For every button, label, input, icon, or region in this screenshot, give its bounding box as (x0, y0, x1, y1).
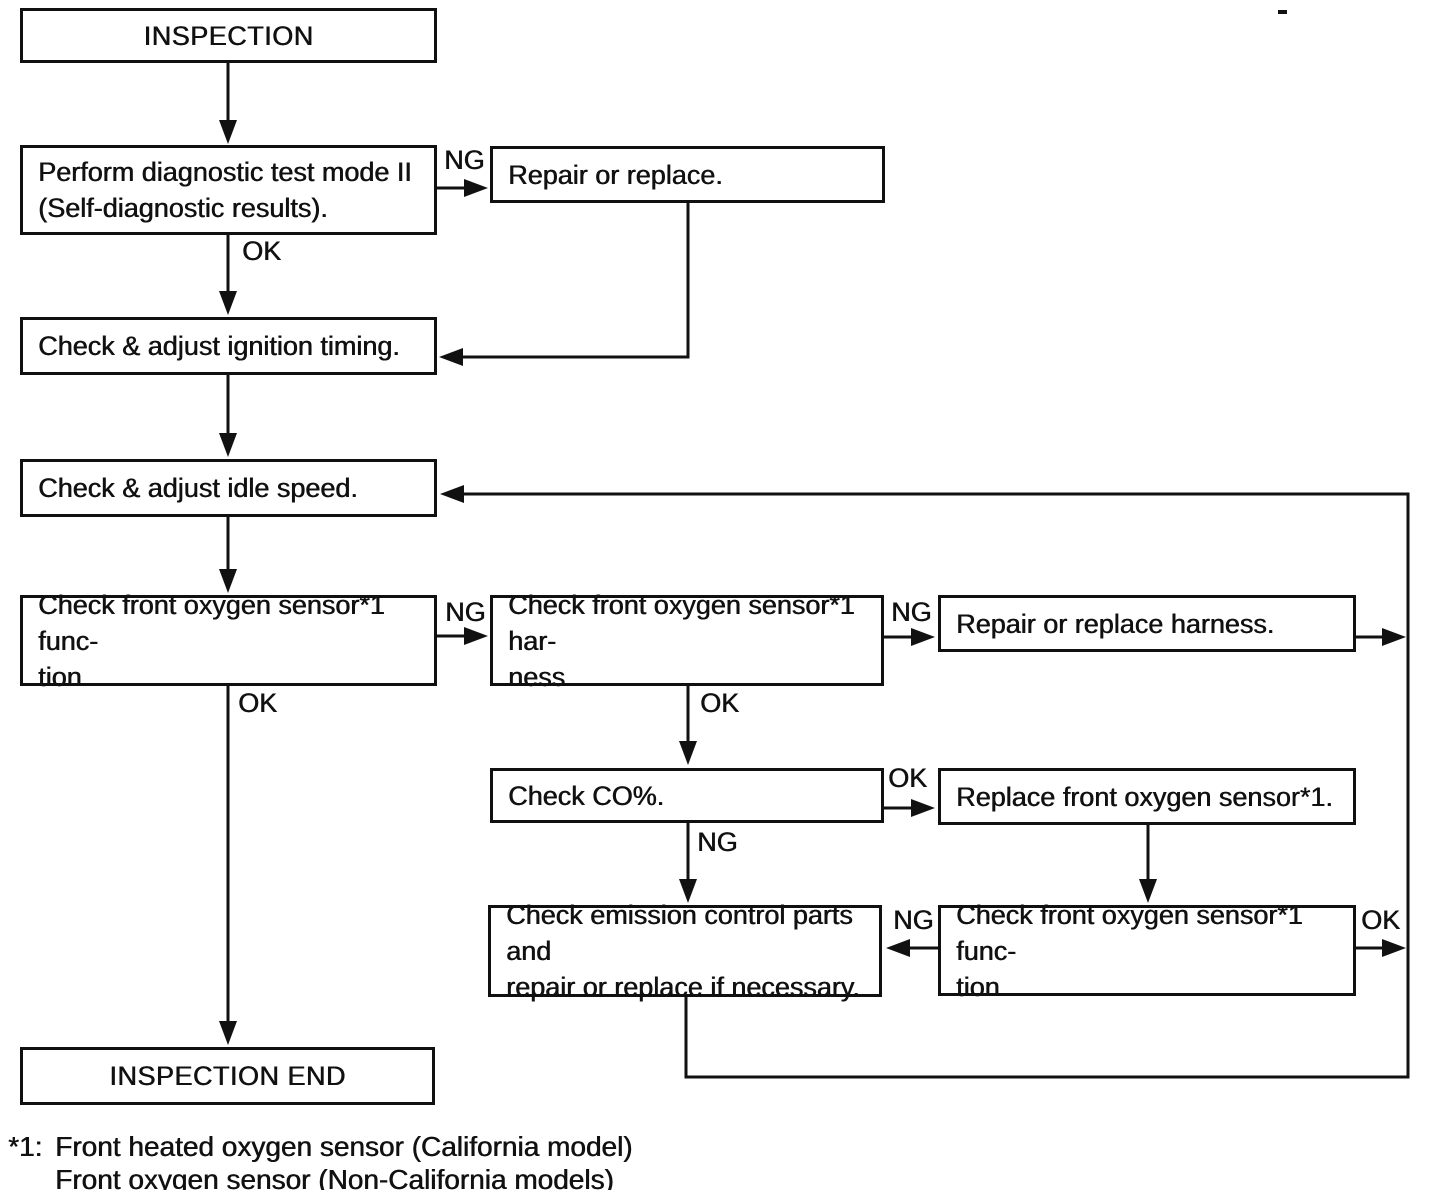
connector-perform-ng-to-repair (437, 179, 488, 197)
flow-box-ignition-timing: Check & adjust ignition timing. (20, 317, 437, 375)
flow-box-repair-harness: Repair or replace harness. (938, 595, 1356, 652)
edge-label-ng-harness: NG (891, 597, 932, 627)
flow-box-repair-or-replace-text: Repair or replace. (508, 159, 723, 190)
connector-harness-ok-to-co (679, 686, 697, 765)
flow-box-replace-front-o2: Replace front oxygen sensor*1. (938, 768, 1356, 825)
flow-box-repair-or-replace: Repair or replace. (490, 146, 885, 203)
flow-box-inspection: INSPECTION (20, 8, 437, 63)
edge-label-ng-function1: NG (445, 597, 486, 627)
connector-function2-ng-to-emission (886, 939, 938, 957)
connector-function1-ng-to-harness (437, 627, 488, 645)
flow-box-check-co: Check CO%. (490, 768, 884, 823)
edge-label-ok-harness: OK (700, 688, 740, 718)
connector-feedback-loop-to-idle (440, 485, 1410, 1079)
footnote-line-2: Front oxygen sensor (Non-California mode… (55, 1164, 614, 1190)
flow-box-emission-control-text: Check emission control parts and repair … (506, 900, 860, 1002)
edge-label-ok-function2: OK (1361, 905, 1401, 935)
flow-box-ignition-timing-text: Check & adjust ignition timing. (38, 331, 400, 361)
flow-box-front-o2-function-2: Check front oxygen sensor*1 func- tion. (938, 900, 1356, 1002)
footnote-lines: Front heated oxygen sensor (California m… (55, 1130, 632, 1190)
connector-repair-harness-to-rail (1356, 628, 1406, 646)
connector-inspection-to-perform (219, 62, 237, 144)
connector-harness-ng-to-repair-harness (884, 628, 935, 646)
connector-perform-ok-to-ignition (219, 235, 237, 315)
connector-ignition-to-idle (219, 375, 237, 457)
footnote-marker: *1: (8, 1131, 43, 1162)
connector-co-ng-to-emission (679, 823, 697, 903)
flow-box-inspection-text: INSPECTION (143, 20, 314, 51)
flow-box-inspection-end: INSPECTION END (20, 1047, 435, 1105)
flow-box-inspection-end-text: INSPECTION END (109, 1061, 346, 1091)
edge-label-ng-perform: NG (444, 145, 485, 175)
edge-label-ng-check-co: NG (697, 827, 738, 857)
connector-idle-to-function1 (219, 517, 237, 593)
flow-box-check-co-text: Check CO%. (508, 780, 665, 811)
edge-label-ok-perform: OK (242, 236, 282, 266)
connector-function2-ok-to-rail (1356, 939, 1406, 957)
connector-replace-to-function2 (1139, 825, 1157, 903)
edge-label-ok-function1: OK (238, 688, 278, 718)
footnote: *1: Front heated oxygen sensor (Californ… (8, 1130, 632, 1190)
flow-box-idle-speed-text: Check & adjust idle speed. (38, 473, 358, 503)
connector-function1-ok-to-end (219, 686, 237, 1045)
flow-box-perform-diagnostic: Perform diagnostic test mode II (Self-di… (20, 145, 437, 235)
scan-speck (1278, 10, 1287, 14)
flow-box-idle-speed: Check & adjust idle speed. (20, 459, 437, 517)
flow-box-repair-harness-text: Repair or replace harness. (956, 608, 1275, 639)
flow-box-front-o2-function-1: Check front oxygen sensor*1 func- tion. (20, 590, 437, 692)
connector-co-ok-to-replace (884, 799, 935, 817)
flow-box-perform-diagnostic-text: Perform diagnostic test mode II (Self-di… (38, 157, 412, 223)
flow-box-front-o2-function-1-text: Check front oxygen sensor*1 func- tion. (38, 589, 385, 692)
flow-box-front-o2-function-2-text: Check front oxygen sensor*1 func- tion. (956, 899, 1303, 1002)
connector-repair-to-ignition (439, 203, 690, 366)
edge-label-ng-function2: NG (893, 905, 934, 935)
footnote-line-1: Front heated oxygen sensor (California m… (55, 1131, 633, 1162)
flow-box-emission-control: Check emission control parts and repair … (488, 900, 882, 1002)
edge-label-ok-check-co: OK (888, 763, 928, 793)
flow-box-replace-front-o2-text: Replace front oxygen sensor*1. (956, 781, 1333, 812)
flow-box-front-o2-harness-text: Check front oxygen sensor*1 har- ness. (508, 589, 855, 692)
flow-box-front-o2-harness: Check front oxygen sensor*1 har- ness. (490, 590, 884, 692)
